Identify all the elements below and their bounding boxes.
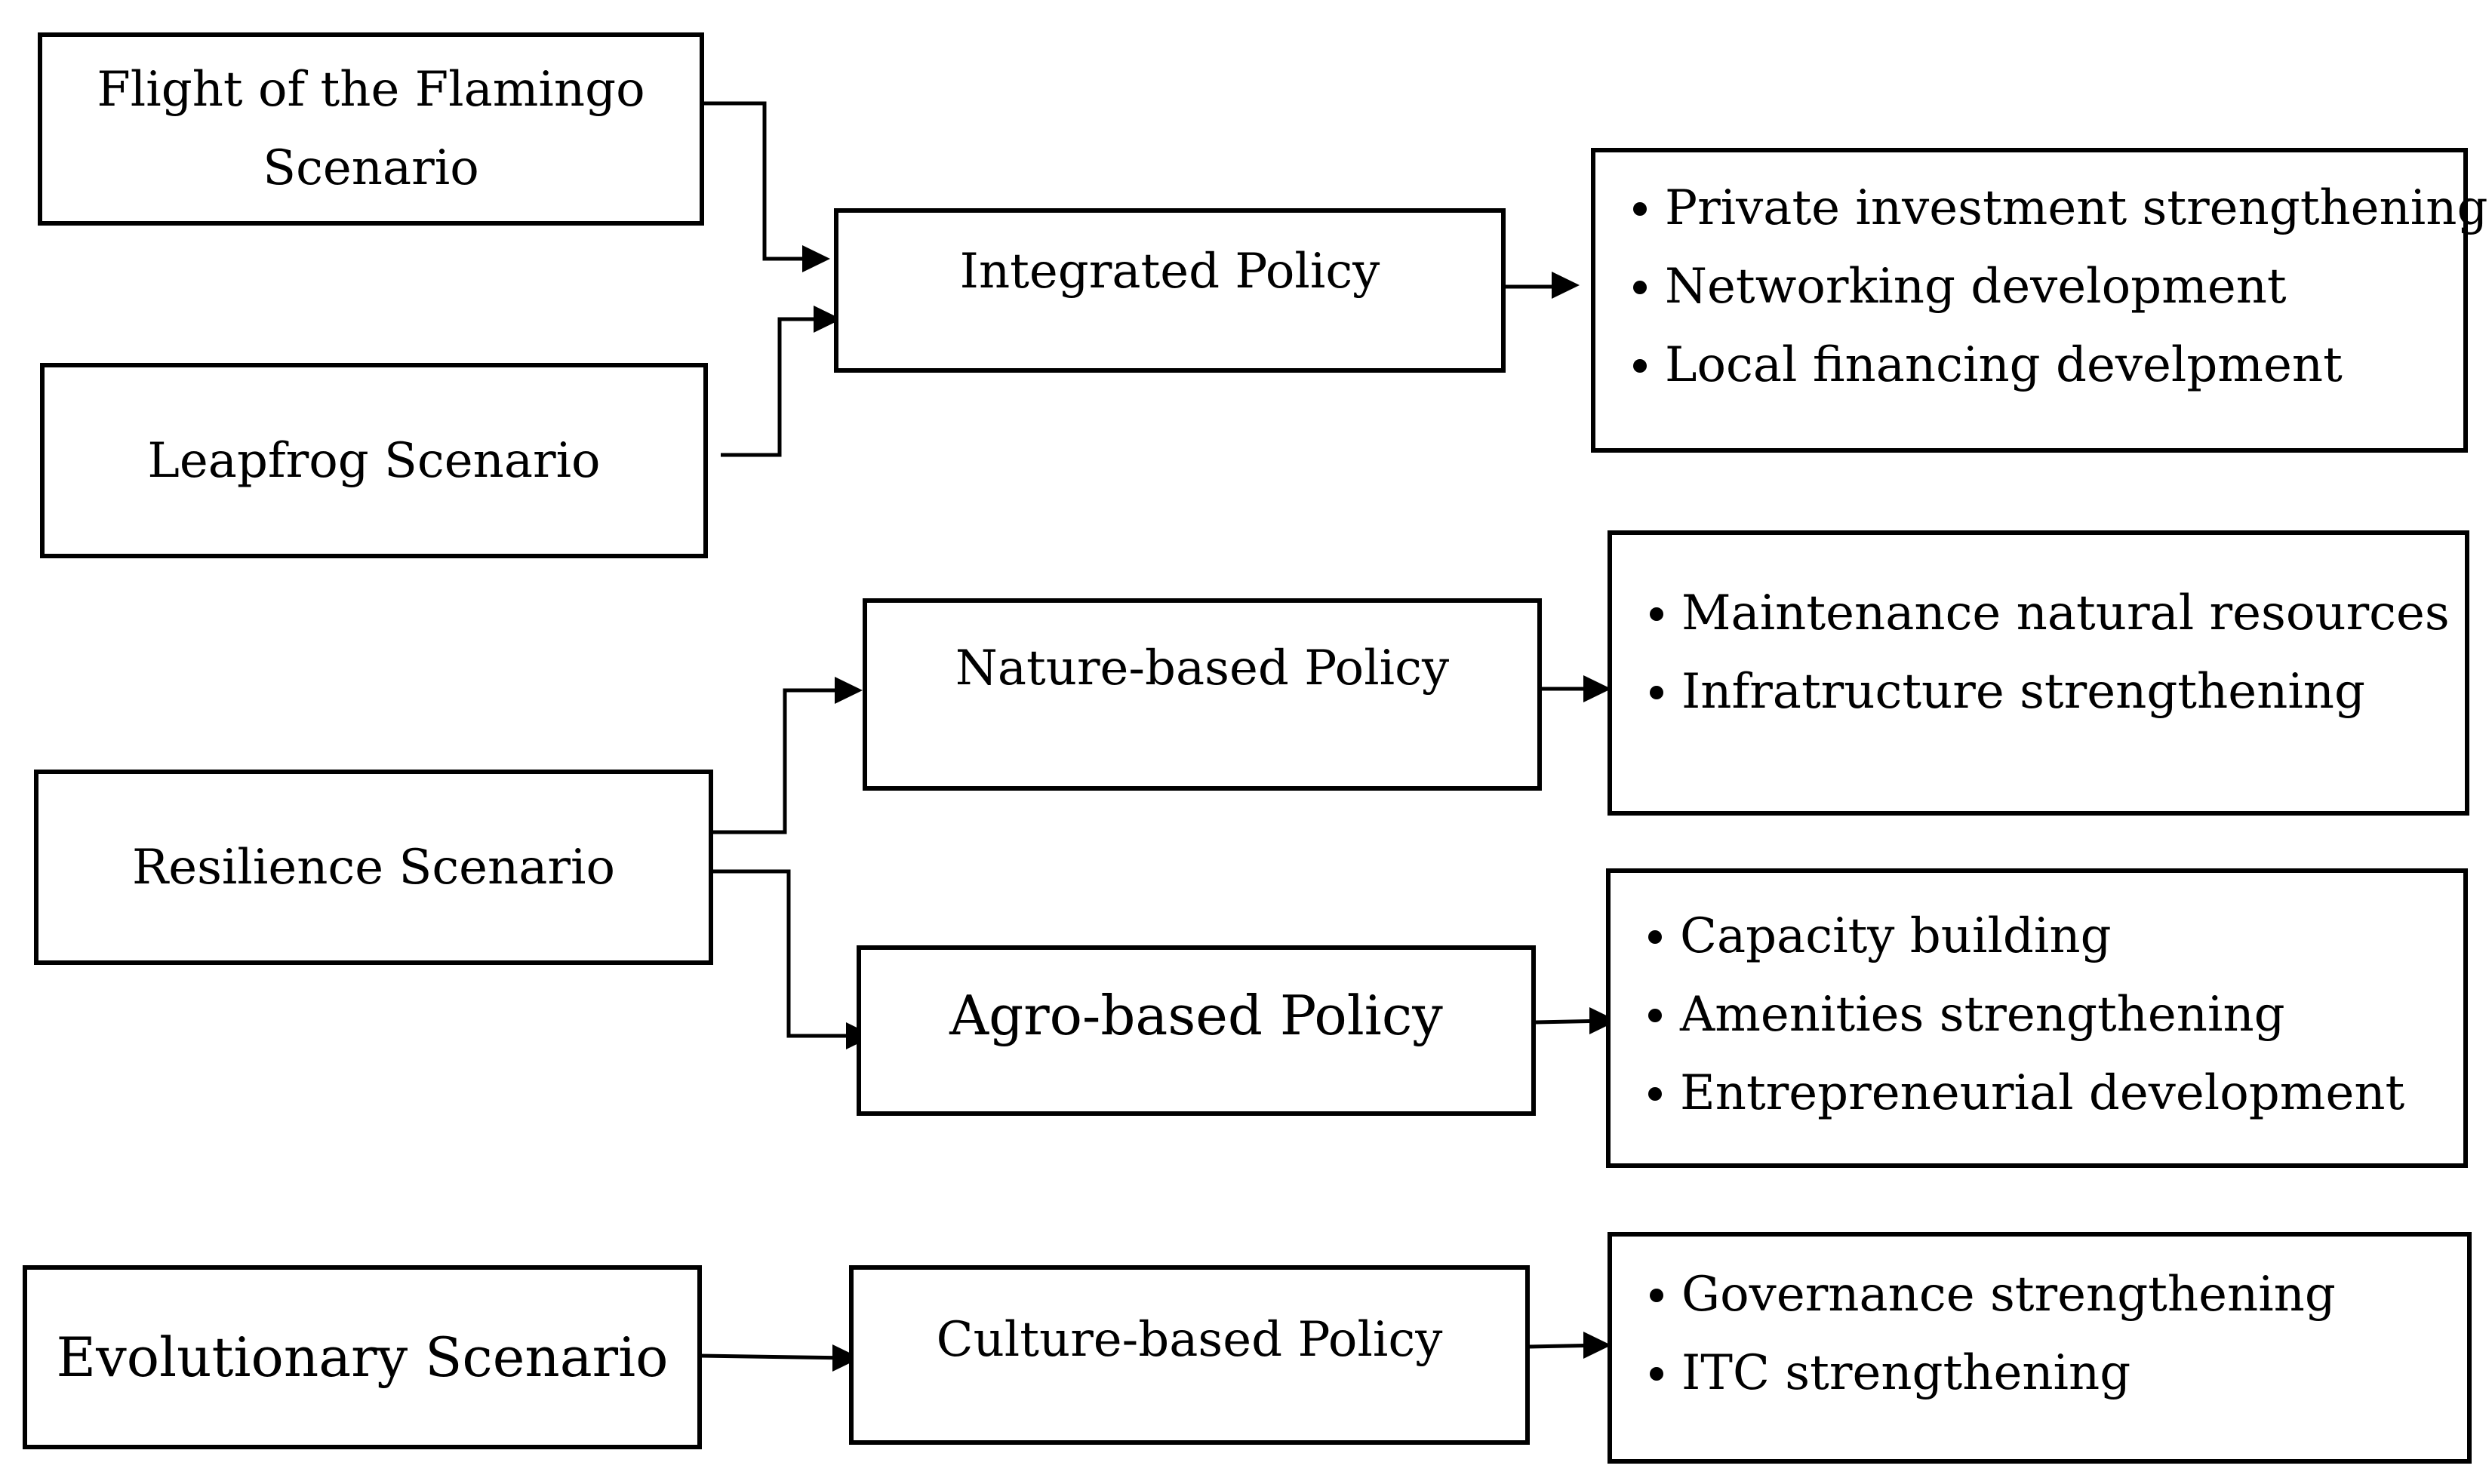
arrow-evolutionary-to-culture — [700, 1353, 852, 1360]
resilience-scenario-box: Resilience Scenario — [34, 770, 713, 965]
arrow-leapfrog-to-integrated — [721, 317, 835, 457]
nature-policy-box: Nature-based Policy — [863, 598, 1542, 791]
culture-policy-box: Culture-based Policy — [849, 1265, 1530, 1445]
agro-outcomes-list: Capacity building Amenities strengthenin… — [1611, 897, 2463, 1132]
outcome-item: Private investment strengthening — [1633, 169, 2487, 247]
integrated-outcomes-list: Private investment strengthening Network… — [1595, 169, 2487, 404]
arrow-resilience-to-nature — [708, 688, 853, 834]
outcome-item: Networking development — [1633, 247, 2463, 326]
arrowhead-nature — [835, 677, 863, 704]
flamingo-scenario-line1: Flight of the Flamingo — [97, 62, 645, 118]
culture-outcomes-box: Governance strengthening ITC strengtheni… — [1607, 1232, 2472, 1464]
outcome-item: Maintenance natural resources — [1650, 574, 2465, 653]
culture-policy-label: Culture-based Policy — [936, 1312, 1443, 1368]
outcome-item: Capacity building — [1648, 897, 2463, 976]
nature-policy-label: Nature-based Policy — [955, 640, 1450, 696]
outcome-item: Infratructure strengthening — [1650, 653, 2465, 731]
outcome-item: Local financing develpment — [1633, 326, 2463, 404]
resilience-scenario-label: Resilience Scenario — [132, 839, 615, 896]
arrow-resilience-to-agro — [708, 869, 864, 1038]
arrowhead-agro-out — [1589, 1007, 1617, 1034]
integrated-policy-label: Integrated Policy — [959, 244, 1380, 300]
flamingo-scenario-line2: Scenario — [263, 140, 479, 196]
leapfrog-scenario-box: Leapfrog Scenario — [40, 363, 708, 558]
arrowhead-leapfrog — [814, 306, 841, 333]
outcome-item: ITC strengthening — [1650, 1334, 2467, 1412]
outcome-item: Entrepreneurial development — [1648, 1054, 2463, 1132]
integrated-policy-box: Integrated Policy — [834, 208, 1506, 373]
agro-policy-box: Agro-based Policy — [857, 945, 1536, 1116]
evolutionary-scenario-box: Evolutionary Scenario — [23, 1265, 702, 1449]
integrated-outcomes-box: Private investment strengthening Network… — [1591, 148, 2487, 453]
arrowhead-nature-out — [1583, 675, 1611, 702]
nature-outcomes-box: Maintenance natural resources Infratruct… — [1607, 530, 2469, 816]
arrowhead-integrated-out — [1552, 272, 1580, 299]
nature-outcomes-list: Maintenance natural resources Infratruct… — [1612, 574, 2465, 731]
arrow-flamingo-to-integrated — [702, 101, 819, 261]
arrowhead-culture-out — [1583, 1332, 1611, 1359]
arrowhead-evolutionary — [832, 1344, 860, 1372]
agro-policy-label: Agro-based Policy — [949, 984, 1443, 1047]
leapfrog-scenario-label: Leapfrog Scenario — [147, 432, 601, 489]
culture-outcomes-list: Governance strengthening ITC strengtheni… — [1612, 1255, 2467, 1412]
agro-outcomes-box: Capacity building Amenities strengthenin… — [1606, 868, 2468, 1168]
outcome-item: Amenities strengthening — [1648, 976, 2463, 1054]
flamingo-scenario-box: Flight of the Flamingo Scenario — [38, 32, 704, 226]
flamingo-scenario-label: Flight of the Flamingo Scenario — [42, 37, 700, 221]
arrowhead-flamingo — [802, 245, 830, 272]
outcome-item: Governance strengthening — [1650, 1255, 2467, 1334]
evolutionary-scenario-label: Evolutionary Scenario — [56, 1326, 669, 1389]
